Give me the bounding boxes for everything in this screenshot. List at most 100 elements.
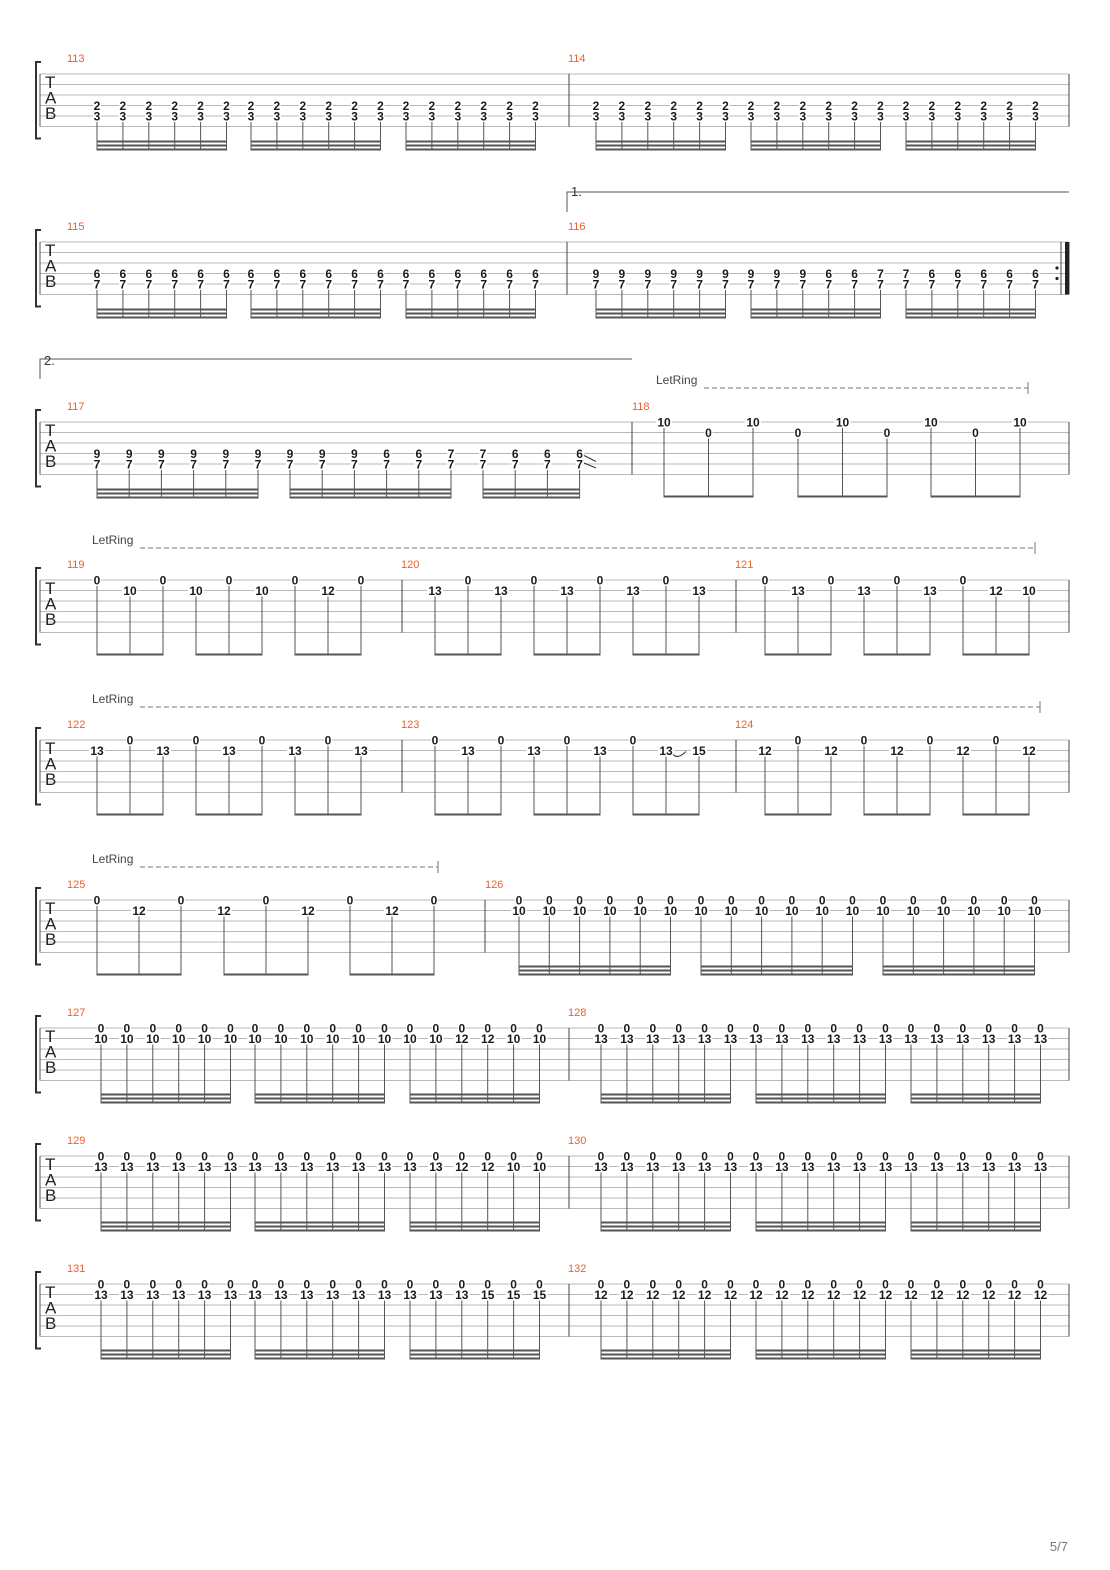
fret-number: 12 bbox=[672, 1288, 686, 1302]
fret-mask bbox=[984, 1150, 993, 1162]
fret-mask bbox=[907, 1150, 915, 1162]
beam bbox=[601, 1225, 731, 1228]
system-bracket bbox=[35, 1271, 41, 1350]
fret-mask bbox=[696, 1033, 713, 1044]
fret-number: 2 bbox=[1032, 99, 1039, 113]
fret-number: 10 bbox=[120, 1032, 134, 1046]
beam bbox=[196, 813, 262, 816]
fret-number: 7 bbox=[94, 458, 101, 472]
fret-mask bbox=[272, 1161, 289, 1172]
tab-clef-letter: A bbox=[45, 595, 57, 614]
beam bbox=[601, 1353, 731, 1356]
fret-number: 0 bbox=[175, 1022, 182, 1036]
beam bbox=[911, 1093, 1041, 1096]
fret-mask bbox=[479, 278, 488, 290]
fret-mask bbox=[258, 734, 266, 746]
fret-number: 0 bbox=[536, 1278, 543, 1292]
tab-clef-letter: B bbox=[45, 610, 56, 629]
fret-number: 0 bbox=[649, 1278, 656, 1292]
fret-mask bbox=[643, 278, 652, 290]
beam bbox=[255, 1101, 385, 1104]
fret-mask bbox=[511, 905, 527, 916]
fret-mask bbox=[406, 1150, 414, 1162]
fret-mask bbox=[757, 745, 773, 756]
fret-mask bbox=[324, 1161, 341, 1172]
fret-number: 9 bbox=[619, 267, 626, 281]
beam bbox=[906, 144, 1036, 147]
fret-number: 13 bbox=[172, 1288, 186, 1302]
tab-clef-letter: T bbox=[45, 421, 55, 440]
measure-number: 129 bbox=[67, 1135, 85, 1147]
fret-mask bbox=[927, 100, 936, 111]
beam bbox=[435, 653, 501, 656]
fret-number: 6 bbox=[980, 267, 987, 281]
fret-mask bbox=[431, 734, 439, 746]
fret-number: 13 bbox=[224, 1160, 238, 1174]
fret-mask bbox=[291, 574, 299, 586]
fret-mask bbox=[346, 894, 354, 906]
fret-number: 9 bbox=[799, 267, 806, 281]
fret-mask bbox=[376, 100, 385, 111]
system-bracket bbox=[35, 1015, 41, 1094]
fret-number: 10 bbox=[300, 1032, 314, 1046]
fret-number: 0 bbox=[985, 1278, 992, 1292]
fret-number: 13 bbox=[672, 1032, 686, 1046]
fret-mask bbox=[927, 268, 936, 279]
fret-mask bbox=[376, 268, 385, 279]
fret-mask bbox=[155, 745, 171, 756]
fret-number: 0 bbox=[458, 1278, 465, 1292]
fret-mask bbox=[148, 1022, 157, 1034]
fret-mask bbox=[376, 110, 385, 122]
fret-number: 3 bbox=[223, 110, 230, 124]
fret-number: 12 bbox=[853, 1288, 867, 1302]
fret-mask bbox=[196, 110, 205, 122]
fret-number: 0 bbox=[484, 1022, 491, 1036]
beam bbox=[97, 308, 227, 311]
fret-number: 0 bbox=[358, 574, 365, 588]
fret-number: 13 bbox=[326, 1288, 340, 1302]
fret-mask bbox=[170, 278, 179, 290]
repeat-thick-line bbox=[1065, 242, 1069, 295]
fret-mask bbox=[89, 745, 105, 756]
fret-number: 13 bbox=[724, 1160, 738, 1174]
fret-mask bbox=[1032, 1161, 1049, 1172]
fret-number: 0 bbox=[856, 1022, 863, 1036]
fret-mask bbox=[324, 268, 333, 279]
tab-system: TAB1270100100100100100100100100100100100… bbox=[35, 1007, 1070, 1104]
fret-mask bbox=[402, 1289, 418, 1300]
fret-number: 13 bbox=[1034, 1160, 1048, 1174]
fret-mask bbox=[980, 1289, 997, 1300]
fret-mask bbox=[427, 268, 436, 279]
fret-number: 13 bbox=[853, 1032, 867, 1046]
fret-number: 13 bbox=[930, 1032, 944, 1046]
fret-mask bbox=[93, 278, 101, 290]
fret-number: 0 bbox=[728, 894, 735, 908]
fret-mask bbox=[276, 1278, 285, 1290]
fret-mask bbox=[380, 1022, 389, 1034]
fret-mask bbox=[648, 1278, 657, 1290]
fret-mask bbox=[318, 458, 327, 470]
fret-mask bbox=[380, 1278, 389, 1290]
fret-mask bbox=[1036, 1022, 1045, 1034]
beam bbox=[97, 140, 227, 143]
fret-mask bbox=[144, 100, 153, 111]
fret-number: 12 bbox=[775, 1288, 789, 1302]
fret-mask bbox=[144, 1289, 161, 1300]
fret-number: 9 bbox=[319, 447, 326, 461]
fret-mask bbox=[855, 1278, 864, 1290]
fret-number: 7 bbox=[274, 278, 281, 292]
fret-mask bbox=[958, 1278, 967, 1290]
fret-mask bbox=[93, 1033, 109, 1044]
fret-mask bbox=[509, 1278, 518, 1290]
fret-mask bbox=[222, 1289, 239, 1300]
fret-mask bbox=[592, 278, 600, 290]
fret-mask bbox=[384, 905, 400, 916]
fret-number: 0 bbox=[510, 1022, 517, 1036]
fret-mask bbox=[592, 100, 600, 111]
fret-number: 2 bbox=[403, 99, 410, 113]
fret-number: 0 bbox=[381, 1150, 388, 1164]
fret-number: 10 bbox=[189, 584, 203, 598]
fret-number: 9 bbox=[748, 267, 755, 281]
fret-number: 6 bbox=[94, 267, 101, 281]
fret-mask bbox=[483, 1150, 492, 1162]
